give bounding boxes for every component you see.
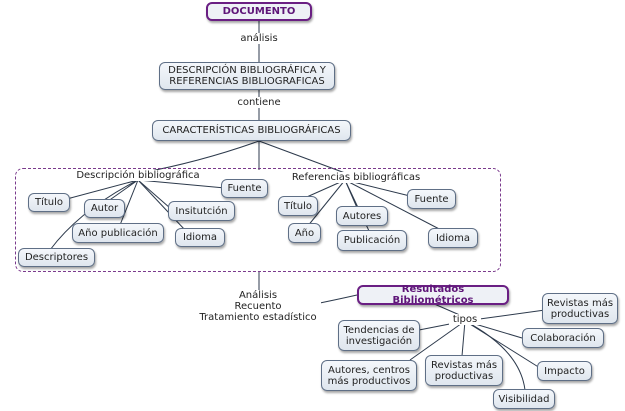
node-documento[interactable]: DOCUMENTO (206, 2, 312, 21)
node-desc-titulo[interactable]: Título (28, 193, 70, 212)
node-colaboracion[interactable]: Colaboración (522, 328, 604, 348)
node-visibilidad[interactable]: Visibilidad (493, 389, 555, 409)
label-procesos-tratamiento: Tratamiento estadístico (195, 312, 321, 323)
label-descripcion-bibliografica: Descripción bibliográfica (74, 170, 202, 181)
label-analisis: análisis (232, 33, 286, 44)
node-descripcion-referencias[interactable]: DESCRIPCIÓN BIBLIOGRÁFICA Y REFERENCIAS … (159, 62, 335, 90)
node-desc-anio-publicacion[interactable]: Año publicación (72, 223, 164, 243)
node-desc-fuente[interactable]: Fuente (221, 179, 268, 198)
node-desc-autor[interactable]: Autor (84, 199, 125, 218)
node-caracteristicas[interactable]: CARACTERÍSTICAS BIBLIOGRÁFICAS (152, 120, 351, 141)
label-referencias-bibliograficas: Referencias bibliográficas (291, 172, 421, 183)
caracteristicas-group-frame (15, 168, 501, 272)
label-procesos-recuento: Recuento (195, 301, 321, 312)
node-impacto[interactable]: Impacto (537, 361, 592, 381)
label-procesos-analisis: Análisis (195, 290, 321, 301)
node-ref-publicacion[interactable]: Publicación (337, 230, 407, 251)
node-tendencias[interactable]: Tendencias de investigación (338, 320, 420, 351)
node-ref-idioma[interactable]: Idioma (428, 228, 478, 248)
node-ref-titulo[interactable]: Título (278, 196, 318, 216)
label-tipos: tipos (449, 314, 481, 325)
node-autores-centros[interactable]: Autores, centros más productivos (321, 360, 417, 391)
node-ref-anio[interactable]: Año (288, 223, 321, 243)
node-ref-fuente[interactable]: Fuente (407, 189, 456, 209)
label-contiene: contiene (228, 97, 290, 108)
node-desc-idioma[interactable]: Idioma (175, 228, 225, 247)
node-revistas-mas-productivas-top[interactable]: Revistas más productivas (542, 293, 618, 324)
node-desc-institucion[interactable]: Insitutción (168, 201, 235, 221)
node-revistas-mas-productivas-bottom[interactable]: Revistas más productivas (425, 355, 503, 386)
node-resultados-bibliometricos[interactable]: Resultados Bibliométricos (357, 284, 509, 306)
node-desc-descriptores[interactable]: Descriptores (18, 248, 95, 267)
node-ref-autores[interactable]: Autores (336, 206, 388, 226)
